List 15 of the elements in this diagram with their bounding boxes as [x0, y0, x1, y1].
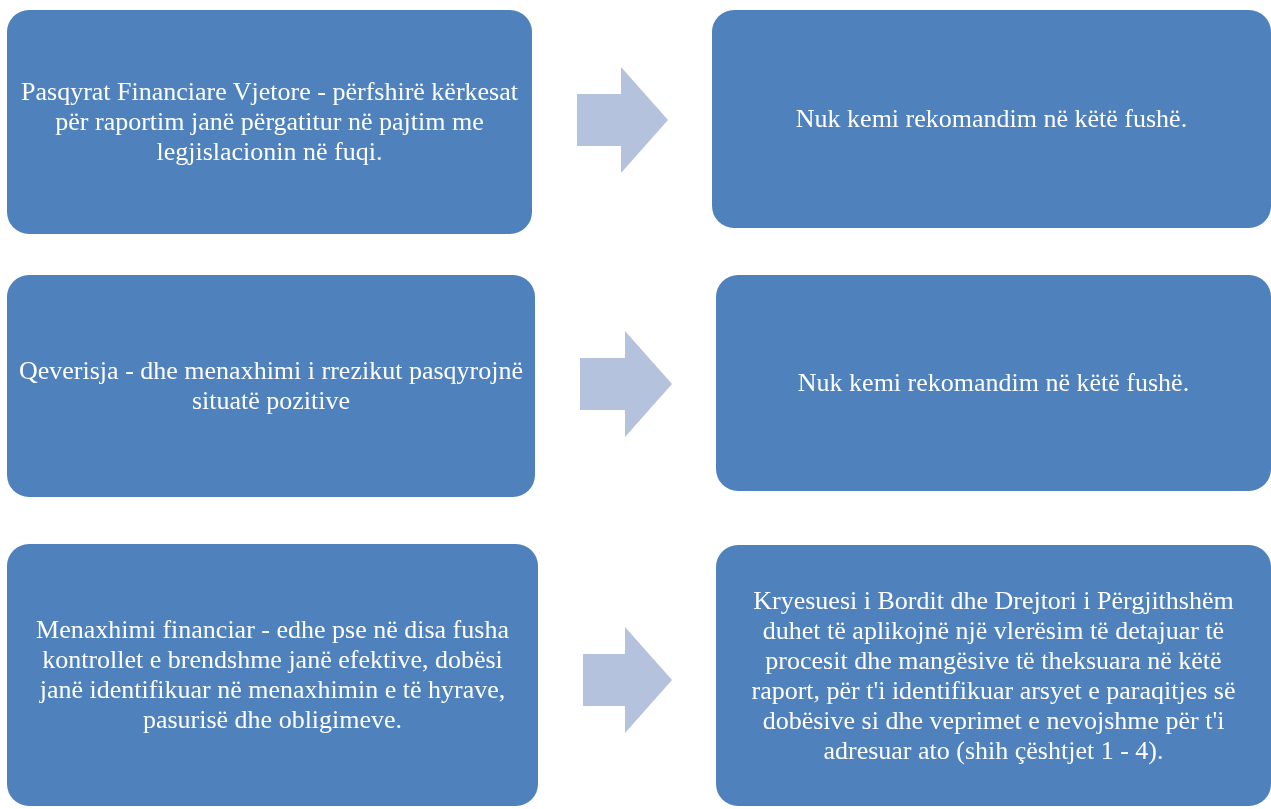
text-box [7, 10, 532, 234]
box-text: Pasqyrat Financiare Vjetore - përfshirë kërkesat për raportim janë përgatitur në pajtim me legjislacionin në fuqi. [20, 77, 519, 167]
text-box [712, 10, 1271, 228]
box-text: Kryesuesi i Bordit dhe Drejtori i Përgjithshëm duhet të aplikojnë një vlerësim të detajuar të procesit dhe mangësive të theksuara në këtë raport, për t'i identifikuar arsyet e paraqitjes së dobësive si dhe veprimet e nevojshme për t'i adresuar ato (shih çështjet 1 - 4). [750, 585, 1237, 766]
box-text: Menaxhimi financiar - edhe pse në disa fusha kontrollet e brendshme janë efektive, dobësi janë identifikuar në menaxhimin e të hyrave, pasurisë dhe obligimeve. [35, 615, 510, 735]
block-arrow [583, 627, 672, 733]
box-text: Qeverisja - dhe menaxhimi i rrezikut pasqyrojnë situatë pozitive [19, 356, 523, 416]
block-arrow [577, 67, 668, 173]
block-arrow [580, 331, 672, 437]
box-text: Nuk kemi rekomandim në këtë fushë. [797, 368, 1190, 398]
text-box [716, 275, 1271, 491]
box-text: Nuk kemi rekomandim në këtë fushë. [795, 104, 1188, 134]
text-box [716, 545, 1271, 806]
text-box [7, 544, 538, 806]
text-box [7, 275, 535, 497]
